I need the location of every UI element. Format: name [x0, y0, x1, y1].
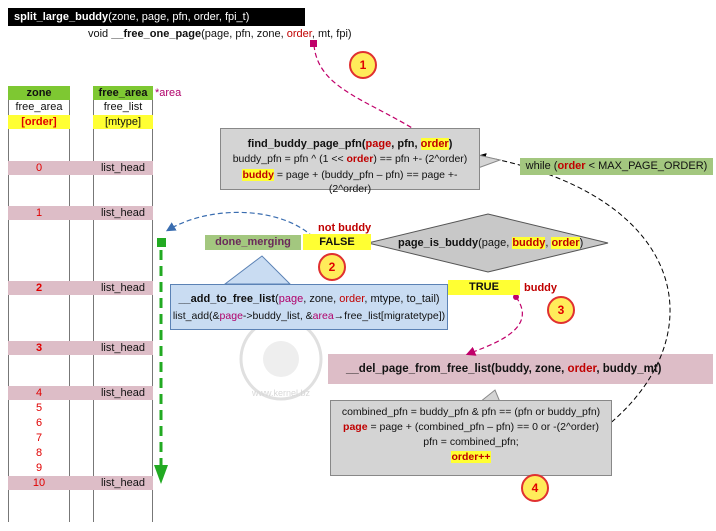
list-head-cell: list_head: [100, 387, 146, 399]
order-index: 2: [35, 282, 43, 294]
del-page-label: __del_page_from_free_list(buddy, zone, o…: [346, 363, 662, 375]
zone-column: [8, 86, 70, 522]
area-pointer-label: *area: [155, 87, 182, 99]
mtype-label: [mtype]: [93, 115, 153, 129]
free-list-label: free_list: [103, 101, 143, 113]
list-head-cell: list_head: [100, 477, 146, 489]
list-head-cell: list_head: [100, 207, 146, 219]
free-area-column: [93, 86, 153, 522]
order-index: 7: [35, 432, 43, 444]
true-label: TRUE: [448, 280, 520, 295]
combine-box: combined_pfn = buddy_pfn & pfn == (pfn o…: [330, 400, 612, 476]
buddy-label: buddy: [524, 282, 557, 294]
list-head-cell: list_head: [100, 342, 146, 354]
order-index: 9: [35, 462, 43, 474]
order-row-band: [8, 476, 153, 490]
order-row-band: [8, 206, 153, 220]
order-row-band: [8, 341, 153, 355]
step-circle-4: 4: [521, 474, 549, 502]
decision-diamond: [367, 213, 609, 273]
order-index: 0: [35, 162, 43, 174]
arrow-step3: [465, 296, 523, 356]
false-label: FALSE: [303, 234, 371, 250]
step-circle-2: 2: [318, 253, 346, 281]
add-to-free-list-box: __add_to_free_list(page, zone, order, mt…: [170, 284, 448, 330]
order-index: 4: [35, 387, 43, 399]
step-circle-1: 1: [349, 51, 377, 79]
zone-header: zone: [8, 86, 70, 100]
free-area-header: free_area: [93, 86, 153, 100]
order-index: 1: [35, 207, 43, 219]
watermark-text: www.kernel.bz: [251, 388, 311, 398]
arrow-not-buddy: [165, 211, 314, 238]
order-row-band: [8, 161, 153, 175]
order-index: 8: [35, 447, 43, 459]
page-is-buddy-label: page_is_buddy(page, buddy, order): [398, 237, 584, 249]
not-buddy-label: not buddy: [318, 222, 372, 234]
list-head-cell: list_head: [100, 282, 146, 294]
function-subtitle: void __free_one_page(page, pfn, zone, or…: [88, 28, 352, 40]
done-merging-label: done_merging: [205, 235, 301, 250]
zone-order-label: [order]: [8, 115, 70, 129]
while-loop-label: while (order < MAX_PAGE_ORDER): [520, 158, 713, 175]
order-row-band: [8, 281, 153, 295]
order-index: 6: [35, 417, 43, 429]
list-head-cell: list_head: [100, 162, 146, 174]
zone-free-area-label: free_area: [15, 101, 63, 113]
step-circle-3: 3: [547, 296, 575, 324]
order-index: 10: [32, 477, 46, 489]
function-title: split_large_buddy(zone, page, pfn, order…: [8, 8, 305, 26]
order-row-band: [8, 386, 153, 400]
order-index: 5: [35, 402, 43, 414]
order-index: 3: [35, 342, 43, 354]
find-buddy-box: find_buddy_page_pfn(page, pfn, order) bu…: [220, 128, 480, 195]
